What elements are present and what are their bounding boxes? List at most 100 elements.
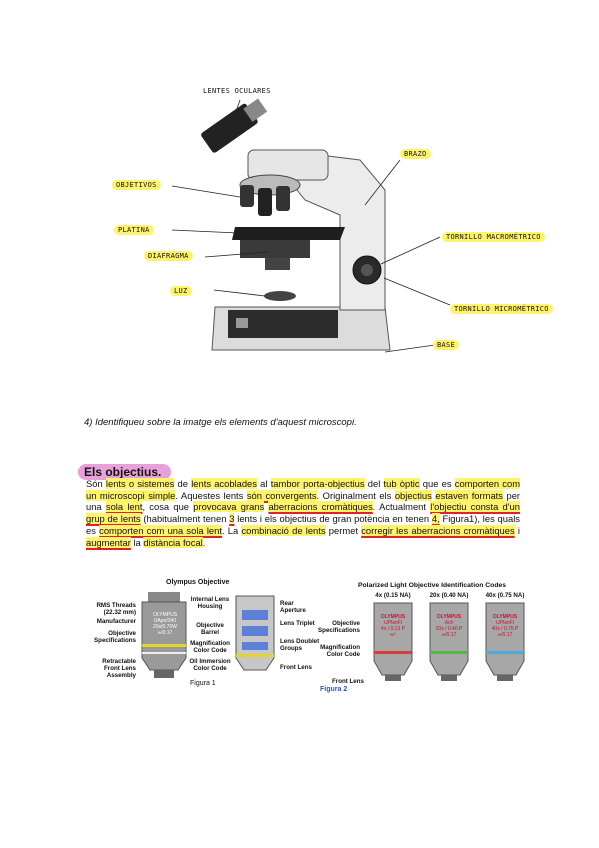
paragraph-segment: .	[316, 489, 323, 501]
paragraph-segment: lents acoblades	[191, 478, 257, 489]
objective-barrel	[485, 602, 525, 676]
paragraph-segment: (habitualment tenen	[140, 513, 230, 525]
paragraph-segment: 4,	[431, 513, 440, 525]
fig2-label-specs: Objective Specifications	[318, 620, 360, 634]
label-diaphragm: DIAFRAGMA	[144, 251, 193, 261]
label-eyepieces: LENTES OCULARES	[203, 87, 271, 95]
label-arm: BRAZO	[400, 149, 431, 159]
fig2-objective-body	[429, 602, 469, 681]
label-stage: PLATINA	[114, 225, 154, 235]
paragraph-segment: lents o sistemes	[105, 478, 175, 489]
objective-lens-1	[240, 185, 254, 207]
paragraph-segment: tub òptic	[383, 478, 420, 489]
paragraph-segment: per una	[86, 489, 521, 513]
label-light: LUZ	[170, 286, 192, 296]
fig2-objective-body	[485, 602, 525, 681]
section-paragraph: Són lents o sistemes de lents acoblades …	[86, 478, 520, 548]
fig2-objective-body	[373, 602, 413, 681]
figure-1-caption: Figura 1	[190, 680, 216, 687]
label-coarse-focus: TORNILLO MACROMÉTRICO	[442, 232, 545, 242]
paragraph-segment: de	[174, 478, 192, 489]
paragraph-segment: estaven formats	[435, 489, 503, 501]
objective-spec-line: OLYMPUS	[436, 614, 462, 620]
magnification-color-band	[374, 651, 412, 654]
objective-lens-3	[276, 186, 290, 211]
paragraph-segment: . Actualment	[372, 501, 431, 513]
section-title: Els objectius.	[78, 464, 172, 480]
label-objectives: OBJETIVOS	[112, 180, 161, 190]
paragraph-segment: que es	[419, 478, 455, 489]
light-source	[264, 291, 296, 301]
fig1-label-triplet: Lens Triplet	[280, 620, 315, 627]
paragraph-segment: corregir les aberracions cromàtiques	[361, 524, 515, 536]
paragraph-segment: Originalment els	[322, 489, 395, 501]
objective-spec-line: ∞/-	[389, 632, 397, 638]
paragraph-segment: comporten com una sola lent	[99, 524, 222, 536]
objective-spec-line: ∞/0.17	[497, 632, 513, 638]
fig1-label-front: Front Lens	[280, 664, 312, 671]
objective-spec-line: 40x / 0.75 P	[491, 626, 519, 632]
figure-1-title: Olympus Objective	[166, 579, 230, 586]
paragraph-segment: provocava grans	[193, 501, 265, 513]
paragraph-segment: permet	[325, 524, 362, 536]
paragraph-segment: tambor porta-objectius	[270, 478, 365, 489]
fig2-label-front-lens: Front Lens	[332, 678, 364, 685]
paragraph-segment: lents i els objectius de gran potència e…	[234, 513, 432, 525]
figure-2-caption: Figura 2	[320, 686, 348, 693]
figure-2-title: Polarized Light Objective Identification…	[358, 582, 507, 589]
fig1-label-housing: Internal Lens Housing	[190, 596, 230, 610]
fig1-label-front-lens: Retractable Front Lens Assembly	[102, 658, 136, 679]
fig1-label-manufacturer: Manufacturer	[96, 618, 136, 625]
paragraph-segment: Són	[86, 478, 106, 489]
fig1-label-magcolor: Magnification Color Code	[190, 640, 230, 654]
paragraph-segment: i	[514, 524, 520, 536]
paragraph-segment: sola lent	[105, 501, 143, 513]
fig2-objective-heading: 40x (0.75 NA)	[485, 592, 525, 599]
paragraph-segment: , cosa que	[142, 501, 194, 513]
eyepiece	[201, 98, 268, 153]
objective-spec-line: 4x / 0.13 P	[381, 626, 405, 632]
objective-spec-line: UPlanFl	[384, 620, 402, 626]
paragraph-segment: . Aquestes lents	[175, 489, 247, 501]
objective-spec-line: OLYMPUS	[492, 614, 518, 620]
fig1-objective-photo	[141, 592, 187, 678]
microscope-figure	[171, 98, 451, 353]
fig2-label-magcolor: Magnification Color Code	[320, 644, 360, 658]
paragraph-segment: del	[364, 478, 384, 489]
paragraph-segment: la	[130, 536, 144, 548]
magnification-color-band	[486, 651, 524, 654]
fig1-label-doublet: Lens Doublet Groups	[280, 638, 320, 652]
fig1-label-rms: RMS Threads (22.32 mm)	[96, 602, 136, 616]
front-lens	[385, 675, 401, 681]
paragraph-segment: augmentar	[86, 536, 131, 548]
objective-spec-line: Ach	[444, 620, 454, 626]
figure-1: Olympus Objective RMS Threads (22.32 mm)…	[86, 579, 326, 692]
objective-spec-line: UPlanFl	[496, 620, 514, 626]
objective-spec-line: 20x / 0.40 P	[435, 626, 463, 632]
objective-spec-line: ∞/0.17	[441, 632, 457, 638]
stage	[232, 227, 345, 240]
objective-lens-2	[258, 188, 272, 216]
paragraph-segment: .	[202, 536, 206, 548]
paragraph-segment: Figura1), les quals es	[86, 513, 520, 536]
paragraph-segment: combinació de lents	[241, 524, 326, 536]
label-fine-focus: TORNILLO MICROMÉTRICO	[450, 304, 553, 314]
fig2-objective-heading: 4x (0.15 NA)	[375, 592, 411, 599]
objective-barrel	[373, 602, 413, 676]
paragraph-segment: objectius	[394, 489, 432, 501]
paragraph-segment: aberracions cromàtiques	[268, 501, 373, 513]
fig1-cutaway	[235, 595, 275, 671]
label-base: BASE	[433, 340, 460, 350]
paragraph-segment: són convergents	[246, 489, 317, 501]
paragraph-segment: al	[256, 478, 271, 489]
paragraph-segment: 3	[229, 513, 235, 525]
front-lens	[441, 675, 457, 681]
fig1-label-specs: Objective Specifications	[94, 630, 136, 644]
fig1-label-oilcolor: Oil Immersion Color Code	[189, 658, 231, 672]
